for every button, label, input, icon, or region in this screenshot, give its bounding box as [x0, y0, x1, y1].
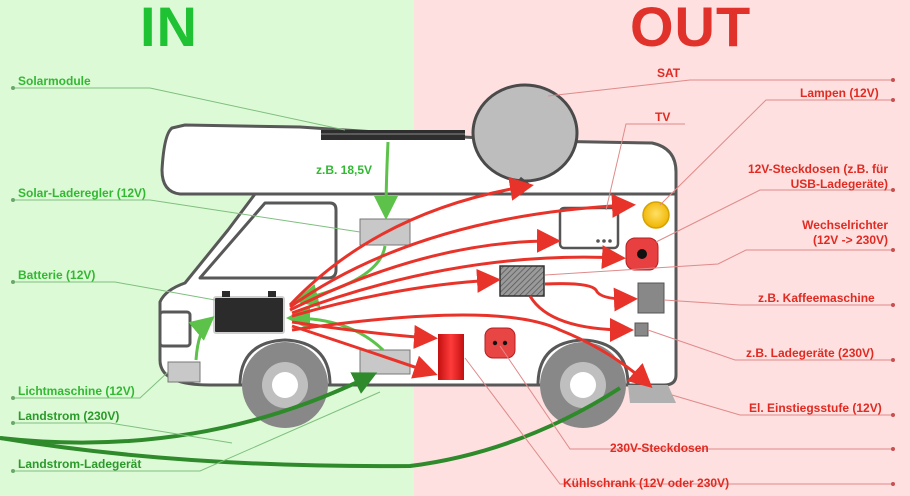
lamp-icon — [642, 201, 670, 229]
label-lampen: Lampen (12V) — [800, 86, 879, 100]
battery — [213, 291, 285, 334]
label-sat: SAT — [657, 66, 681, 80]
in-leader-dots — [11, 86, 15, 473]
front-wheel — [242, 342, 328, 428]
socket-230v-icon — [484, 327, 516, 359]
red-flows — [288, 177, 653, 388]
inverter — [499, 265, 545, 297]
coffee-machine — [637, 282, 665, 314]
out-heading: OUT — [630, 0, 752, 58]
label-ladegeraete: z.B. Ladegeräte (230V) — [746, 346, 875, 360]
label-wechselrichter-line2: (12V -> 230V) — [812, 233, 888, 247]
green-flows — [188, 141, 399, 361]
rear-wheel — [540, 342, 626, 428]
fridge — [438, 334, 464, 380]
in-heading: IN — [140, 0, 198, 58]
out-leader-dots — [891, 78, 895, 486]
label-solar-laderegler: Solar-Laderegler (12V) — [18, 186, 147, 200]
label-batterie: Batterie (12V) — [18, 268, 96, 282]
label-einstiegsstufe: El. Einstiegsstufe (12V) — [749, 401, 882, 415]
label-solarmodule: Solarmodule — [18, 74, 91, 88]
label-steckdosen-12v: 12V-Steckdosen (z.B. für USB-Ladegeräte) — [732, 162, 888, 192]
out-leaders — [464, 79, 893, 485]
alternator — [167, 361, 201, 383]
label-lichtmaschine: Lichtmaschine (12V) — [18, 384, 135, 398]
solar-panel — [321, 130, 465, 140]
in-leaders — [13, 87, 381, 472]
label-steckdosen-12v-line2: USB-Ladegeräte) — [790, 177, 888, 191]
label-steckdosen-12v-line1: 12V-Steckdosen (z.B. für — [747, 162, 888, 176]
entry-step — [628, 385, 676, 403]
socket-12v-icon — [625, 237, 659, 271]
label-wechselrichter: Wechselrichter (12V -> 230V) — [768, 218, 888, 248]
label-kuehlschrank: Kühlschrank (12V oder 230V) — [563, 476, 730, 490]
label-wechselrichter-line1: Wechselrichter — [802, 218, 888, 232]
charger-230v — [634, 322, 649, 337]
label-steckdosen-230v: 230V-Steckdosen — [610, 441, 709, 455]
label-landstrom-ladegeraet: Landstrom-Ladegerät — [18, 457, 142, 471]
label-solar-voltage: z.B. 18,5V — [316, 163, 373, 177]
label-tv: TV — [655, 110, 671, 124]
shore-power-cable — [0, 372, 622, 469]
label-kaffeemaschine: z.B. Kaffeemaschine — [758, 291, 875, 305]
tv — [558, 206, 620, 250]
label-landstrom: Landstrom (230V) — [18, 409, 120, 423]
